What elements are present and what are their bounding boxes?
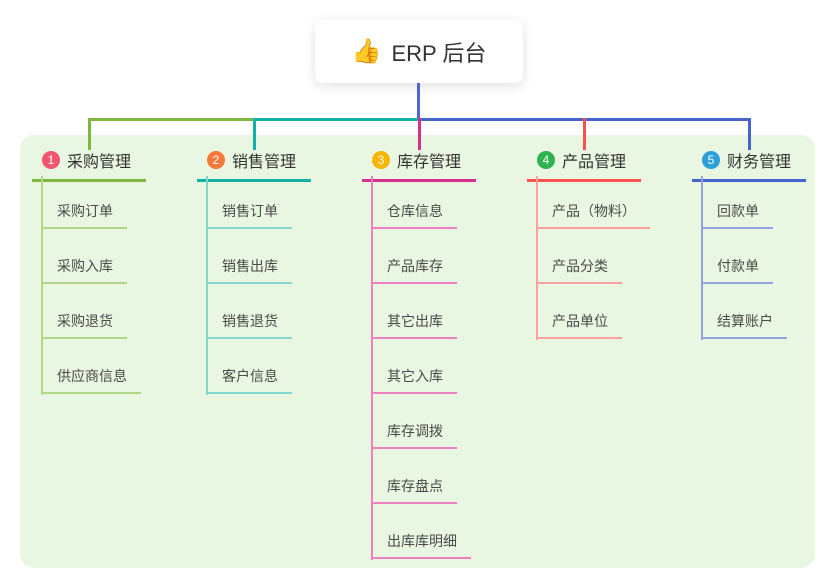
child-connector-line-2 [206, 176, 208, 395]
child-node-5-1[interactable]: 回款单 [701, 203, 773, 229]
root-node[interactable]: 👍 ERP 后台 [315, 20, 523, 83]
branch-node-3[interactable]: 3 库存管理 [362, 148, 476, 182]
connector-h-branch-1 [88, 118, 255, 121]
child-node-2-3[interactable]: 销售退货 [206, 313, 292, 339]
branch-label: 产品管理 [562, 154, 627, 171]
child-node-3-4[interactable]: 其它入库 [371, 368, 457, 394]
branch-badge-1: 1 [42, 151, 60, 169]
child-node-4-1[interactable]: 产品（物料） [536, 203, 650, 229]
child-connector-line-5 [701, 176, 703, 340]
child-node-3-3[interactable]: 其它出库 [371, 313, 457, 339]
child-node-3-7[interactable]: 出库库明细 [371, 533, 471, 559]
branch-label: 销售管理 [232, 154, 297, 171]
child-node-1-3[interactable]: 采购退货 [41, 313, 127, 339]
branch-node-2[interactable]: 2 销售管理 [197, 148, 311, 182]
child-connector-line-1 [41, 176, 43, 395]
child-node-2-2[interactable]: 销售出库 [206, 258, 292, 284]
branch-badge-4: 4 [537, 151, 555, 169]
branch-badge-3: 3 [372, 151, 390, 169]
branch-label: 库存管理 [397, 154, 462, 171]
branch-drop-line-3 [417, 118, 421, 150]
child-node-2-1[interactable]: 销售订单 [206, 203, 292, 229]
child-node-1-1[interactable]: 采购订单 [41, 203, 127, 229]
connector-h-branch-2 [253, 118, 420, 121]
child-node-2-4[interactable]: 客户信息 [206, 368, 292, 394]
branch-node-1[interactable]: 1 采购管理 [32, 148, 146, 182]
branch-drop-line-4 [582, 118, 586, 150]
branches-panel [20, 135, 815, 568]
child-node-4-3[interactable]: 产品单位 [536, 313, 622, 339]
child-connector-line-3 [371, 176, 373, 560]
thumbs-up-icon: 👍 [351, 37, 382, 65]
root-connector-line [417, 83, 420, 121]
branch-drop-line-5 [747, 118, 751, 150]
branch-badge-5: 5 [702, 151, 720, 169]
child-node-4-2[interactable]: 产品分类 [536, 258, 622, 284]
branch-drop-line-1 [87, 118, 91, 150]
child-connector-line-4 [536, 176, 538, 340]
child-node-3-2[interactable]: 产品库存 [371, 258, 457, 284]
branch-node-4[interactable]: 4 产品管理 [527, 148, 641, 182]
child-node-1-4[interactable]: 供应商信息 [41, 368, 141, 394]
child-node-5-3[interactable]: 结算账户 [701, 313, 787, 339]
branch-node-5[interactable]: 5 财务管理 [692, 148, 806, 182]
child-node-3-6[interactable]: 库存盘点 [371, 478, 457, 504]
branch-badge-2: 2 [207, 151, 225, 169]
child-node-5-2[interactable]: 付款单 [701, 258, 773, 284]
child-node-3-5[interactable]: 库存调拨 [371, 423, 457, 449]
child-node-3-1[interactable]: 仓库信息 [371, 203, 457, 229]
branch-drop-line-2 [252, 118, 256, 150]
branch-label: 采购管理 [67, 154, 132, 171]
child-node-1-2[interactable]: 采购入库 [41, 258, 127, 284]
root-node-label: ERP 后台 [391, 40, 487, 66]
branch-label: 财务管理 [727, 154, 792, 171]
